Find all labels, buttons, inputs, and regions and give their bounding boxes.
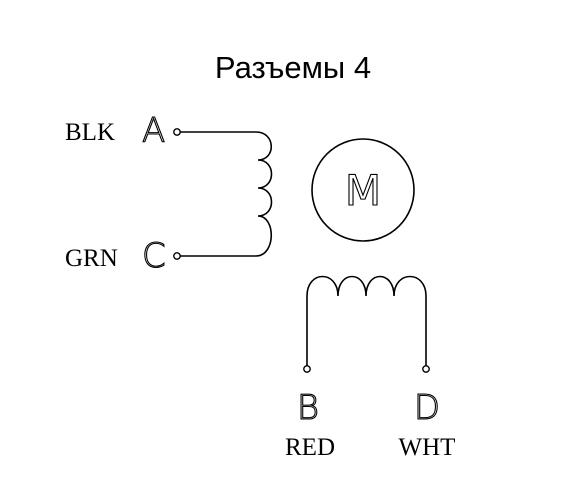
wire-label-red: RED bbox=[285, 434, 335, 461]
terminal-b-node bbox=[303, 365, 311, 373]
motor-symbol: M bbox=[311, 138, 415, 242]
motor-label: M bbox=[345, 166, 381, 215]
terminal-d-node bbox=[422, 365, 430, 373]
terminal-label-c: C bbox=[142, 236, 166, 276]
wire-label-blk: BLK bbox=[65, 119, 115, 146]
coil-ac-winding bbox=[180, 131, 273, 257]
terminal-label-a: A bbox=[142, 111, 165, 151]
motor-circle bbox=[311, 138, 415, 242]
terminal-a-node bbox=[173, 128, 181, 136]
terminal-c-node bbox=[173, 252, 181, 260]
coil-bd-winding bbox=[306, 275, 427, 366]
coil-bd: B D RED WHT bbox=[285, 275, 456, 461]
coil-ac: BLK A GRN C bbox=[65, 110, 273, 277]
terminal-label-d: D bbox=[414, 388, 440, 428]
wire-label-wht: WHT bbox=[399, 434, 456, 461]
diagram-title: Разъемы 4 bbox=[215, 50, 371, 85]
wire-label-grn: GRN bbox=[65, 245, 118, 272]
terminal-label-b: B bbox=[297, 388, 319, 428]
